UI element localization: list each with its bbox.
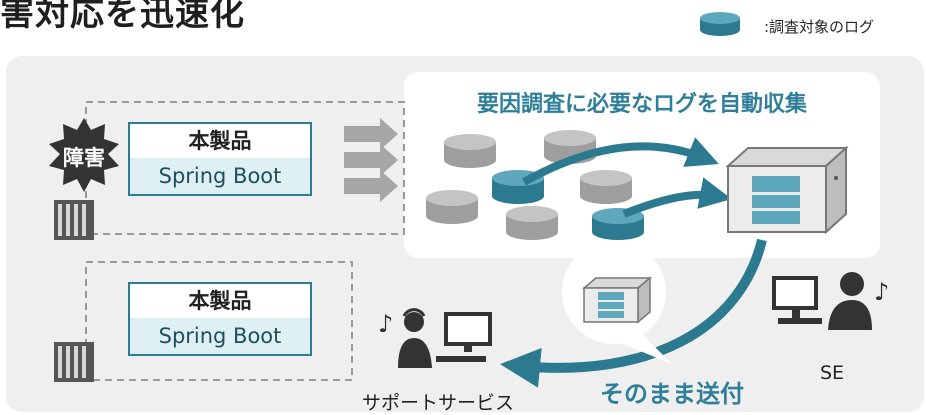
- log-database-icon: [444, 134, 496, 168]
- legend-label: :調査対象のログ: [764, 18, 875, 36]
- svg-text:♪: ♪: [378, 310, 393, 338]
- svg-text:♪: ♪: [874, 278, 889, 306]
- server-rack-icon: [54, 342, 94, 382]
- send-arrow: [500, 238, 767, 388]
- log-database-icon: [580, 170, 632, 204]
- se-label: SE: [820, 362, 845, 384]
- collect-arrow: [622, 177, 732, 218]
- framework-label-bottom: Spring Boot: [128, 318, 312, 356]
- target-log-icon: [592, 208, 644, 240]
- se-engineer-icon: ♪: [772, 272, 889, 330]
- product-label-top: 本製品: [128, 122, 312, 160]
- page-title: 害対応を迅速化: [0, 0, 245, 34]
- product-label-bottom: 本製品: [128, 282, 312, 320]
- log-database-icon: [426, 190, 478, 224]
- support-operator-icon: ♪: [378, 308, 492, 368]
- server-frame-bottom: [85, 261, 353, 381]
- collection-title: 要因調査に必要なログを自動収集: [476, 92, 807, 117]
- server-rack-icon: [54, 200, 94, 240]
- send-as-is-label: そのまま送付: [600, 380, 744, 408]
- support-service-label: サポートサービス: [362, 392, 515, 414]
- framework-label-top: Spring Boot: [128, 158, 312, 196]
- collect-arrow: [522, 137, 719, 186]
- speech-bubble: [562, 240, 672, 364]
- failure-label: 障害: [63, 146, 105, 170]
- legend-log-icon: [700, 12, 740, 36]
- failure-burst-icon: [49, 118, 119, 192]
- transfer-arrows-icon: [344, 118, 398, 202]
- log-database-icon: [506, 206, 558, 240]
- archive-box-icon: [725, 145, 849, 235]
